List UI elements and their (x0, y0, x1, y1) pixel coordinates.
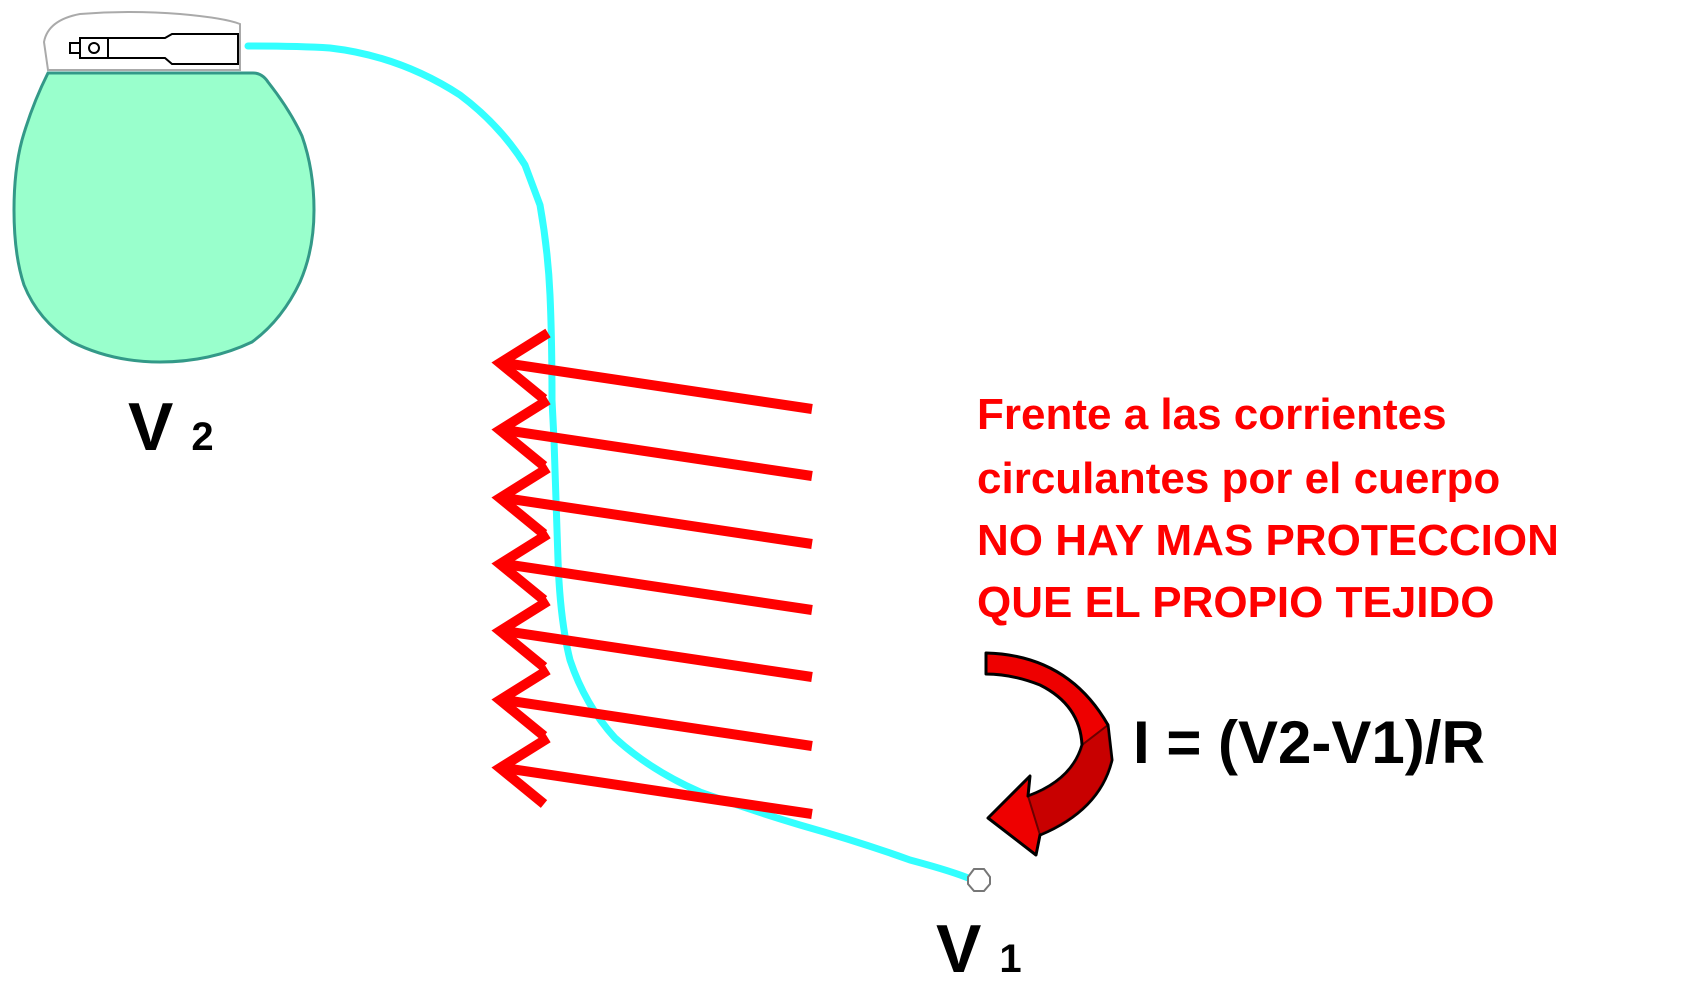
lead-wire (244, 42, 977, 884)
description-line-1: Frente a las corrientes (977, 390, 1447, 439)
v2-label-sub: 2 (191, 415, 214, 459)
description-line-4: QUE EL PROPIO TEJIDO (977, 578, 1495, 627)
description-line-3: NO HAY MAS PROTECCION (977, 516, 1559, 565)
v1-label-main: V (936, 911, 982, 987)
current-arrows (491, 328, 813, 819)
curved-arrow-icon (984, 651, 1114, 857)
electrode-tip-icon (967, 868, 991, 892)
current-formula: I = (V2-V1)/R (1133, 709, 1485, 776)
current-arrow-icon (491, 529, 813, 615)
current-arrow-icon (491, 395, 813, 481)
generator-header (42, 11, 241, 71)
current-arrow-icon (491, 665, 813, 751)
current-arrow-icon (491, 733, 813, 819)
connector-port-icon (69, 33, 239, 65)
v1-label-sub: 1 (999, 937, 1022, 981)
description-line-2: circulantes por el cuerpo (977, 454, 1501, 503)
v2-label-main: V (128, 389, 174, 465)
current-arrow-icon (491, 328, 813, 414)
current-arrow-icon (491, 596, 813, 682)
generator-body (12, 71, 316, 364)
pacemaker-generator-icon (12, 11, 316, 364)
current-arrow-icon (491, 463, 813, 549)
